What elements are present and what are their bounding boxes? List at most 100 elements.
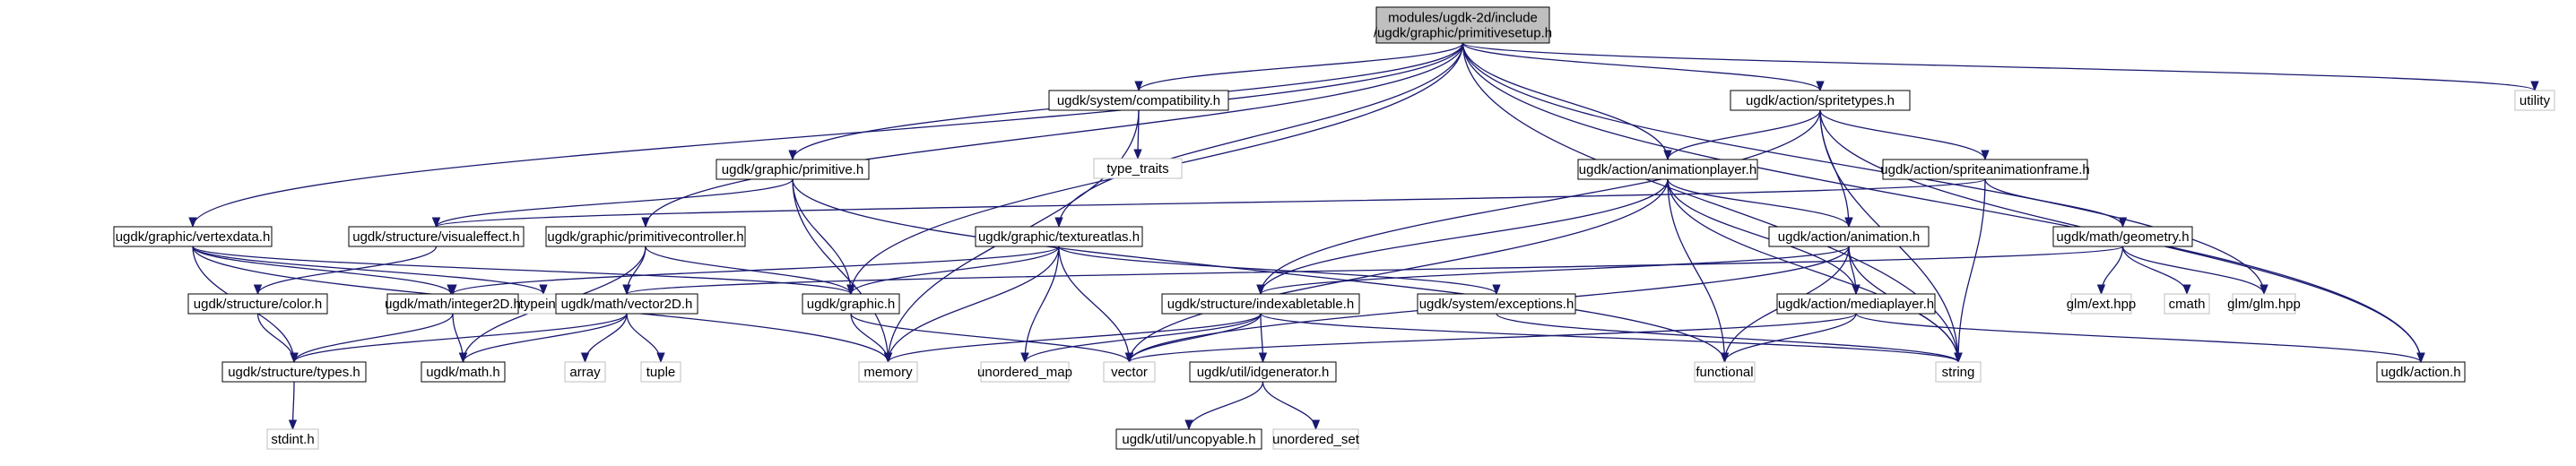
- edge-idgen-to-uncopyable: [1184, 381, 1264, 431]
- node-label: type_traits: [1106, 161, 1168, 177]
- node-types[interactable]: ugdk/structure/types.h: [221, 361, 367, 383]
- node-box: [187, 293, 328, 315]
- node-label: glm/ext.hpp: [2067, 297, 2137, 312]
- node-exceptions[interactable]: ugdk/system/exceptions.h: [1417, 293, 1576, 315]
- edge-vertexdata-to-typeinfo: [192, 246, 548, 296]
- node-box: [858, 361, 918, 383]
- node-vector: vector: [1103, 361, 1156, 383]
- node-memory: memory: [858, 361, 918, 383]
- node-box: [1189, 361, 1337, 383]
- node-label: ugdk/action/spriteanimationframe.h: [1880, 162, 2089, 177]
- edge-graphic-to-vector: [850, 313, 1134, 364]
- node-box: [1776, 293, 1936, 315]
- edge-texatlas-to-exceptions: [1058, 246, 1501, 296]
- edge-root-to-compat: [1134, 42, 1464, 92]
- edge-indexable-to-unordered_map: [1020, 313, 1262, 364]
- node-compat[interactable]: ugdk/system/compatibility.h: [1048, 90, 1229, 111]
- node-box: [564, 361, 606, 383]
- node-box: [2376, 361, 2466, 383]
- edge-primitive-to-functional: [792, 178, 1730, 364]
- edge-vector2d-to-types: [290, 313, 628, 364]
- node-integer2d[interactable]: ugdk/math/integer2D.h: [385, 293, 521, 315]
- edge-vector2d-to-array: [580, 313, 628, 364]
- edge-texatlas-to-graphic: [846, 246, 1060, 296]
- nodes-layer: modules/ugdk-2d/include/ugdk/graphic/pri…: [113, 6, 2555, 450]
- node-box: [1694, 361, 1756, 383]
- node-box: [2514, 90, 2555, 111]
- node-vertexdata[interactable]: ugdk/graphic/vertexdata.h: [113, 226, 273, 247]
- node-label: ugdk/structure/visualeffect.h: [352, 229, 520, 245]
- node-box: [1882, 159, 2088, 180]
- node-color[interactable]: ugdk/structure/color.h: [187, 293, 328, 315]
- node-box: [1093, 158, 1183, 179]
- node-box: [1768, 226, 1930, 247]
- node-box: [266, 428, 319, 450]
- node-vector2d[interactable]: ugdk/math/vector2D.h: [555, 293, 698, 315]
- edge-spriteanimframe-to-geometry: [1984, 178, 2128, 229]
- edge-integer2d-to-types: [290, 313, 454, 364]
- node-idgen[interactable]: ugdk/util/idgenerator.h: [1189, 361, 1337, 383]
- node-texatlas[interactable]: ugdk/graphic/textureatlas.h: [975, 226, 1143, 247]
- edge-root-to-spritetypes: [1461, 42, 1825, 92]
- node-visualeffect[interactable]: ugdk/structure/visualeffect.h: [348, 226, 525, 247]
- node-label: ugdk/system/exceptions.h: [1419, 297, 1574, 312]
- node-unordered_set: unordered_set: [1272, 428, 1360, 450]
- node-label: ugdk/action/animation.h: [1778, 229, 1920, 245]
- node-label: glm/glm.hpp: [2227, 297, 2301, 312]
- node-label: functional: [1696, 365, 1753, 380]
- node-animplayer[interactable]: ugdk/action/animationplayer.h: [1577, 159, 1758, 180]
- node-label: ugdk/util/idgenerator.h: [1197, 365, 1330, 380]
- node-primctrl[interactable]: ugdk/graphic/primitivecontroller.h: [545, 226, 746, 247]
- node-label: ugdk/graphic/primitive.h: [722, 162, 863, 177]
- node-mediaplayer[interactable]: ugdk/action/mediaplayer.h: [1776, 293, 1936, 315]
- node-label: modules/ugdk-2d/include: [1388, 11, 1538, 26]
- node-box: [980, 361, 1070, 383]
- node-label: ugdk/system/compatibility.h: [1057, 93, 1220, 108]
- node-label: memory: [863, 365, 913, 380]
- edge-geometry-to-glmglm: [2121, 246, 2268, 296]
- node-animation[interactable]: ugdk/action/animation.h: [1768, 226, 1930, 247]
- edge-texatlas-to-integer2d: [448, 246, 1060, 296]
- edge-root-to-animplayer: [1461, 42, 1672, 161]
- node-type_traits: type_traits: [1093, 158, 1183, 179]
- node-primitive[interactable]: ugdk/graphic/primitive.h: [716, 159, 870, 180]
- node-uncopyable[interactable]: ugdk/util/uncopyable.h: [1115, 428, 1262, 450]
- edge-animplayer-to-animation: [1667, 178, 1853, 229]
- node-spritetypes[interactable]: ugdk/action/spritetypes.h: [1730, 90, 1911, 111]
- node-spriteanimframe[interactable]: ugdk/action/spriteanimationframe.h: [1880, 159, 2090, 180]
- node-box: [1417, 293, 1576, 315]
- node-box: [2164, 293, 2210, 315]
- edge-root-to-primctrl: [641, 42, 1464, 229]
- edge-vertexdata-to-graphic: [192, 246, 855, 296]
- edge-visualeffect-to-color: [253, 246, 438, 296]
- node-label: array: [569, 365, 601, 380]
- node-box: [421, 361, 506, 383]
- edge-exceptions-to-string: [1496, 313, 1963, 364]
- node-math[interactable]: ugdk/math.h: [421, 361, 506, 383]
- edge-root-to-vertexdata: [188, 42, 1464, 229]
- node-box: [348, 226, 525, 247]
- node-actionh[interactable]: ugdk/action.h: [2376, 361, 2466, 383]
- node-box: [1375, 6, 1550, 44]
- node-box: [1115, 428, 1262, 450]
- edge-primitive-to-visualeffect: [431, 178, 794, 229]
- node-box: [1272, 428, 1359, 450]
- node-indexable[interactable]: ugdk/structure/indexabletable.h: [1161, 293, 1360, 315]
- node-stdint: stdint.h: [266, 428, 319, 450]
- node-cmath: cmath: [2164, 293, 2210, 315]
- node-label: unordered_set: [1272, 432, 1360, 447]
- node-label: unordered_map: [977, 365, 1072, 380]
- node-label: cmath: [2169, 297, 2206, 312]
- edge-indexable-to-string: [1260, 313, 1963, 364]
- node-label: ugdk/util/uncopyable.h: [1122, 432, 1255, 447]
- node-tuple: tuple: [640, 361, 681, 383]
- node-box: [716, 159, 870, 180]
- node-box: [2052, 226, 2193, 247]
- node-graphic[interactable]: ugdk/graphic.h: [802, 293, 900, 315]
- node-geometry[interactable]: ugdk/math/geometry.h: [2052, 226, 2193, 247]
- node-label: ugdk/graphic/textureatlas.h: [978, 229, 1140, 245]
- node-label: ugdk/action/spritetypes.h: [1746, 93, 1895, 108]
- edge-vertexdata-to-cstddef: [192, 246, 455, 296]
- edge-root-to-utility: [1461, 42, 2539, 92]
